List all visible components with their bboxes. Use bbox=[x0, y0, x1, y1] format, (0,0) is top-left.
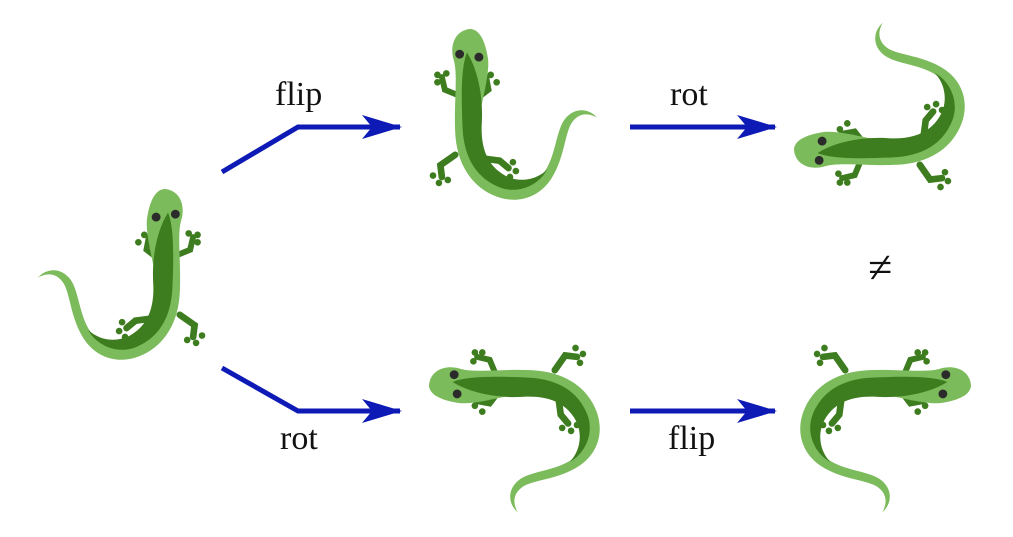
label-top-second: rot bbox=[670, 76, 708, 113]
label-bottom-first: rot bbox=[280, 420, 318, 457]
label-bottom-second: flip bbox=[668, 420, 716, 457]
lizard-flipped bbox=[430, 28, 598, 200]
lizard-rotated bbox=[429, 345, 600, 513]
arrow-top-flip bbox=[220, 115, 402, 175]
lizard-original bbox=[37, 189, 205, 360]
lizard-flipped-rotated bbox=[794, 22, 965, 190]
not-equal-symbol: ≠ bbox=[868, 243, 893, 292]
label-top-first: flip bbox=[275, 76, 323, 113]
lizard-rotated-flipped bbox=[800, 345, 971, 513]
arrow-bottom-rot bbox=[220, 365, 402, 423]
